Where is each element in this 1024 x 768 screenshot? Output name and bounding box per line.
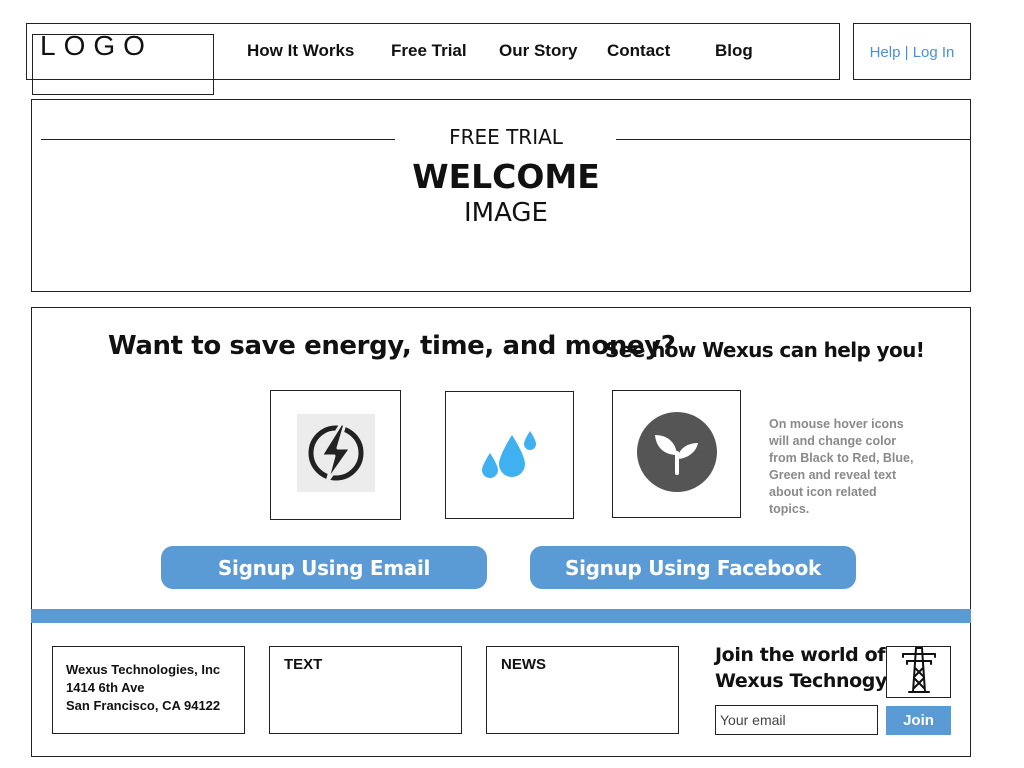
- news-card-title: NEWS: [501, 656, 546, 673]
- nav-bar: [26, 23, 840, 80]
- hero-subtitle: IMAGE: [463, 198, 548, 228]
- join-heading: Join the world of Wexus Technogy: [715, 642, 887, 694]
- plant-sprout-icon: [636, 411, 718, 498]
- login-link[interactable]: Log In: [912, 44, 955, 61]
- join-heading-line2: Wexus Technogy: [715, 670, 887, 692]
- signup-email-button[interactable]: Signup Using Email: [161, 546, 487, 589]
- email-field[interactable]: [715, 705, 878, 735]
- company-name: Wexus Technologies, Inc: [66, 662, 221, 677]
- auth-separator: |: [904, 44, 909, 61]
- water-drops-icon: [480, 423, 540, 488]
- footer: [31, 623, 971, 757]
- hover-note: On mouse hover icons will and change col…: [769, 417, 914, 516]
- news-card: [486, 646, 679, 734]
- hero-divider-left: [41, 139, 395, 140]
- energy-bolt-icon: [296, 413, 375, 497]
- hero-title: WELCOME: [412, 157, 600, 196]
- logo[interactable]: LOGO: [40, 30, 153, 61]
- signup-facebook-button[interactable]: Signup Using Facebook: [530, 546, 856, 589]
- logo-frame: [32, 34, 214, 95]
- address: Wexus Technologies, Inc 1414 6th Ave San…: [66, 661, 220, 715]
- nav-free-trial[interactable]: Free Trial: [391, 41, 467, 60]
- power-tower-icon: [899, 646, 939, 699]
- features-headline: Want to save energy, time, and money?: [108, 331, 676, 361]
- features-subheadline: See how Wexus can help you!: [605, 338, 925, 362]
- text-card: [269, 646, 462, 734]
- street-address: 1414 6th Ave: [66, 680, 145, 695]
- tower-tile: [886, 646, 951, 698]
- city-address: San Francisco, CA 94122: [66, 698, 221, 713]
- help-link[interactable]: Help: [869, 44, 901, 61]
- address-card: [52, 646, 245, 734]
- hero-kicker: FREE TRIAL: [449, 125, 563, 149]
- nav-contact[interactable]: Contact: [607, 41, 671, 60]
- hero-divider-right: [616, 139, 970, 140]
- join-heading-line1: Join the world of: [715, 644, 886, 666]
- nav-how-it-works[interactable]: How It Works: [247, 41, 355, 60]
- auth-links: Help | Log In: [853, 44, 971, 61]
- plant-tile[interactable]: [612, 390, 741, 518]
- water-tile[interactable]: [445, 391, 574, 519]
- nav-blog[interactable]: Blog: [715, 41, 753, 60]
- hero-image-placeholder: [31, 99, 971, 292]
- section-divider: [31, 609, 971, 623]
- energy-tile[interactable]: [270, 390, 401, 520]
- auth-frame: [853, 23, 971, 80]
- nav-our-story[interactable]: Our Story: [499, 41, 578, 60]
- text-card-title: TEXT: [284, 656, 323, 673]
- join-button[interactable]: Join: [886, 706, 951, 735]
